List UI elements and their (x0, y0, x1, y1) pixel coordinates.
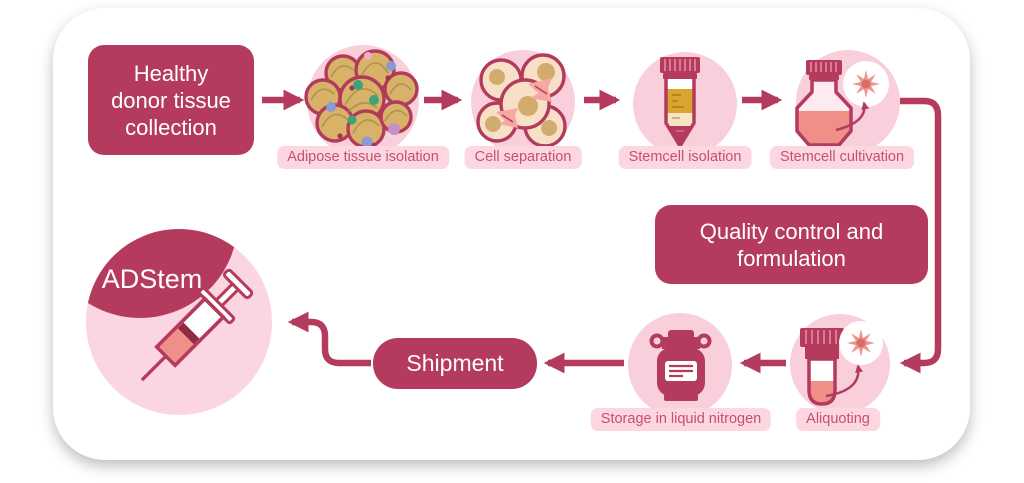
connector-down-right (899, 97, 942, 374)
stem-cell-star-icon (839, 321, 883, 365)
step-label-stemcell-cultivation: Stemcell cultivation (769, 146, 915, 169)
cryovial-icon (800, 321, 883, 406)
separating-cells-icon (476, 53, 567, 148)
liquid-nitrogen-tank-icon (649, 330, 712, 401)
growth-arrow (825, 364, 863, 398)
growth-arrow (835, 101, 870, 132)
quality-line1: Quality control and (699, 218, 884, 244)
shipment-box: Shipment (373, 338, 537, 389)
step-label-aliquoting: Aliquoting (796, 408, 880, 431)
culture-flask-icon (795, 60, 889, 147)
adstem-product-label: ADStem (101, 264, 203, 294)
step-label-adipose: Adipose tissue isolation (277, 146, 449, 169)
quality-line2: formulation (737, 245, 846, 271)
connector-left-up (287, 311, 371, 367)
centrifuge-tube-icon (660, 57, 700, 148)
syringe-icon (140, 268, 254, 382)
stem-cell-star-icon (843, 61, 889, 107)
healthy-donor-line1: Healthy (133, 60, 209, 86)
healthy-donor-line3: collection (125, 114, 217, 140)
healthy-donor-box: Healthy donor tissue collection (88, 45, 254, 155)
step-label-stemcell-isolation: Stemcell isolation (618, 146, 752, 169)
step-label-storage: Storage in liquid nitrogen (590, 408, 772, 431)
healthy-donor-line2: donor tissue (111, 87, 231, 113)
quality-control-box: Quality control and formulation (655, 205, 928, 284)
step-label-cell-separation: Cell separation (464, 146, 582, 169)
shipment-label: Shipment (406, 350, 504, 376)
adipose-tissue-cells-icon (304, 49, 419, 149)
tissue-cell-dots (326, 52, 400, 148)
